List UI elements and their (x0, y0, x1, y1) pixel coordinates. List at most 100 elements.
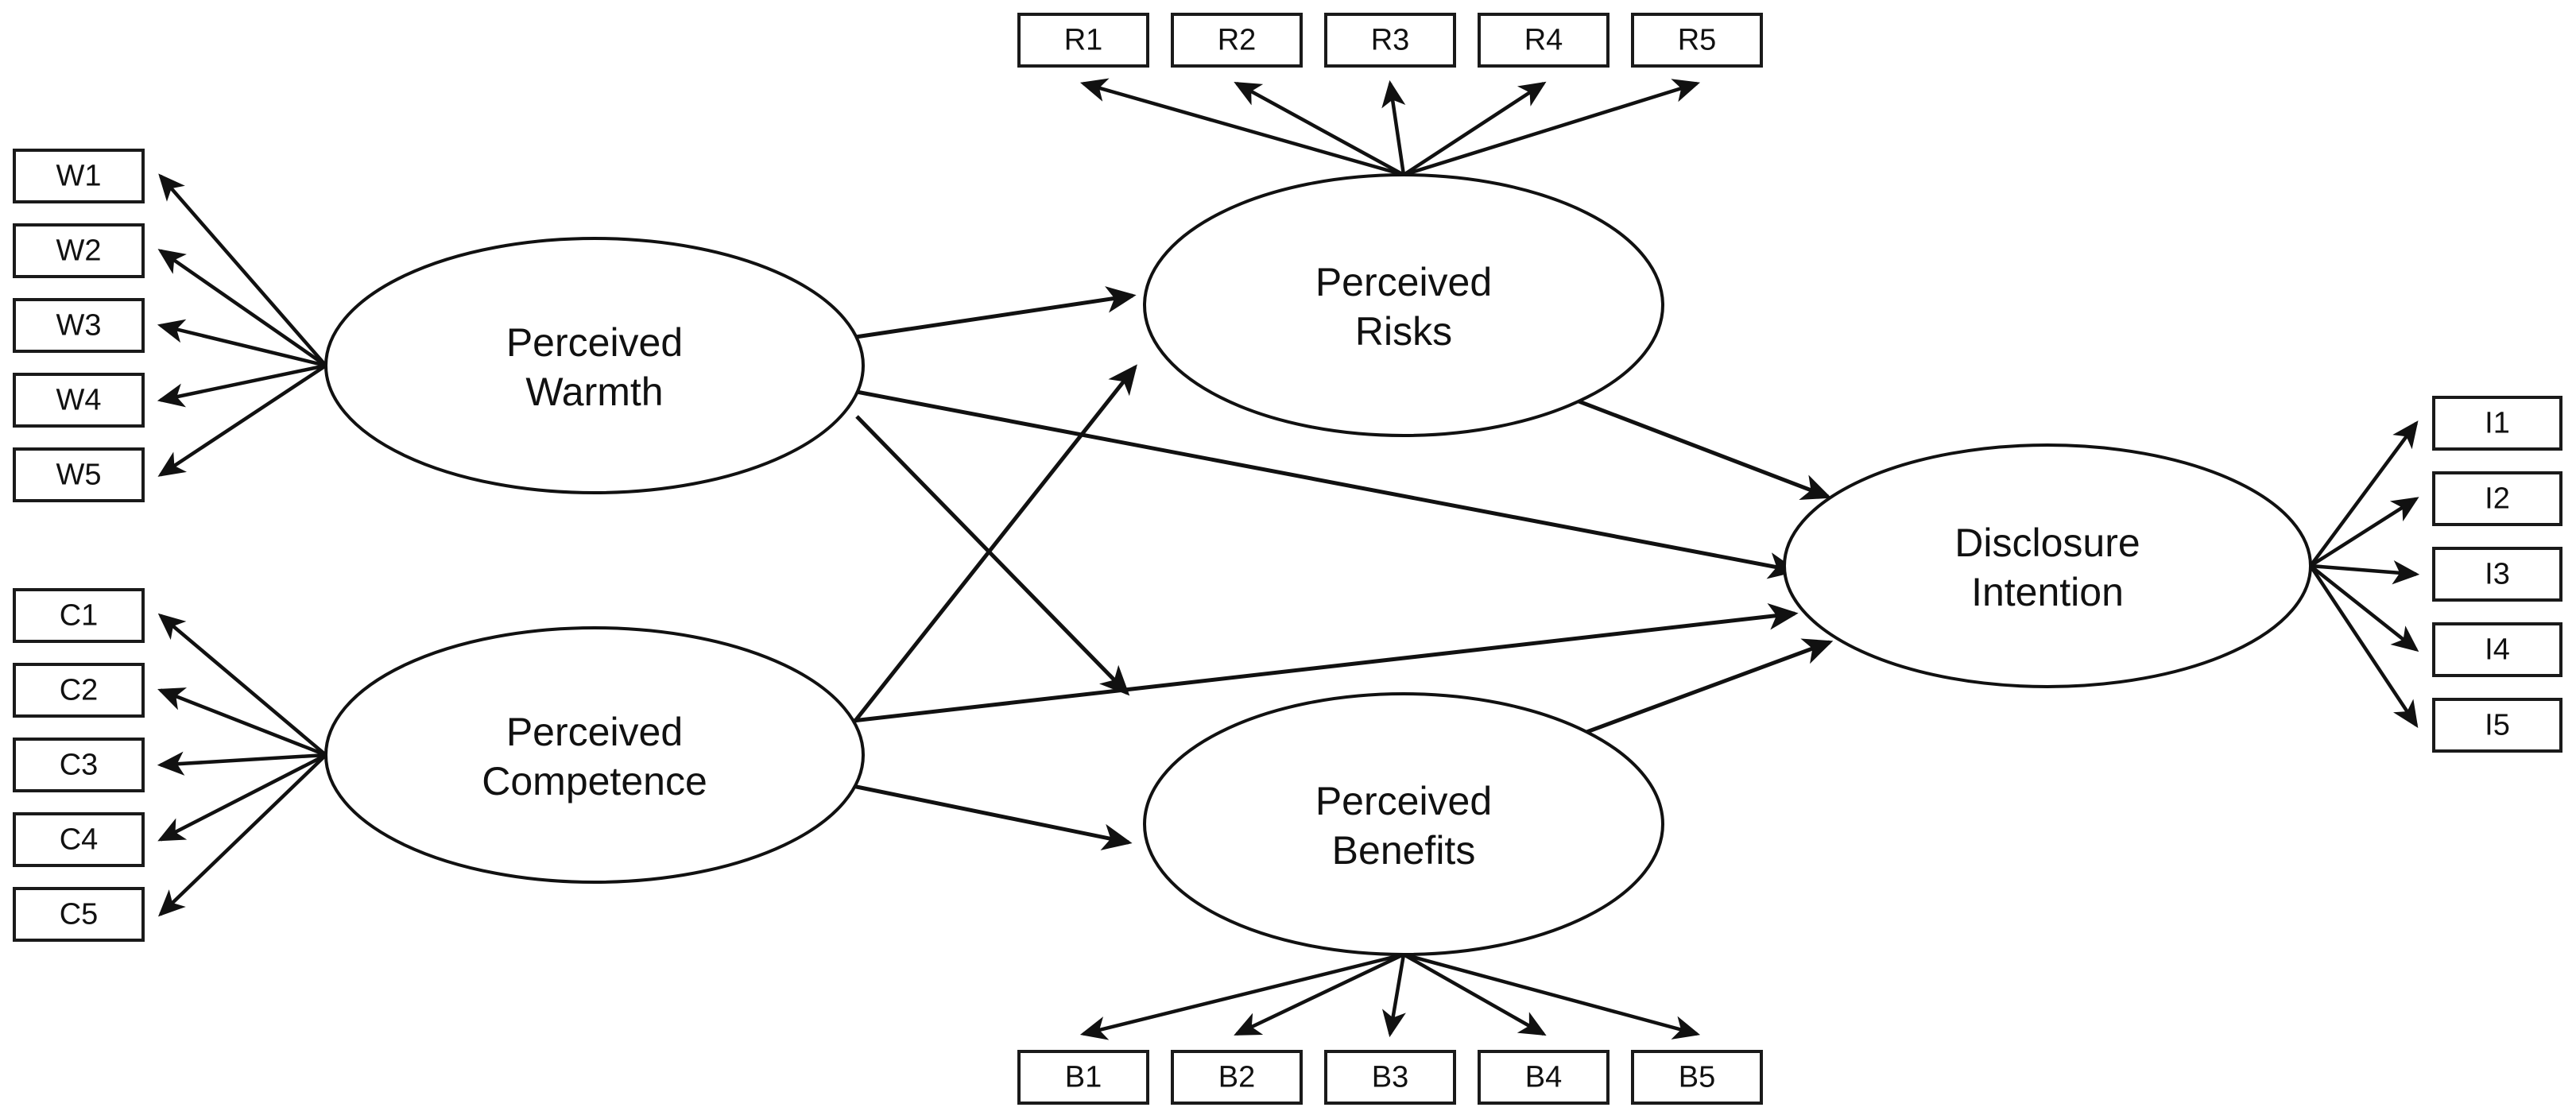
latent-label-line1-intention: Disclosure (1954, 521, 2140, 565)
indicator-rect-b2 (1171, 1050, 1303, 1105)
indicator-rect-w4 (13, 373, 145, 428)
indicator-rect-w1 (13, 149, 145, 203)
indicator-box-r4[interactable]: R4 (1478, 13, 1610, 68)
indicator-box-c5[interactable]: C5 (13, 887, 145, 942)
indicator-box-c4[interactable]: C4 (13, 812, 145, 867)
indicator-box-w5[interactable]: W5 (13, 447, 145, 502)
indicator-box-b4[interactable]: B4 (1478, 1050, 1610, 1105)
indicator-label-r1: R1 (1064, 24, 1103, 57)
measurement-loadings-layer (157, 78, 2420, 1040)
indicator-label-w4: W4 (56, 384, 102, 417)
indicator-box-r1[interactable]: R1 (1017, 13, 1149, 68)
indicator-label-w1: W1 (56, 160, 102, 193)
indicator-box-b5[interactable]: B5 (1631, 1050, 1763, 1105)
indicator-rect-c1 (13, 588, 145, 643)
loading-arrow-benefits-to-b5 (1403, 952, 1701, 1040)
structural-path-risks-to-intention (1563, 393, 1832, 501)
structural-paths-layer (843, 286, 1834, 850)
latent-label-line1-warmth: Perceived (506, 320, 683, 365)
latent-ellipse-risks (1143, 173, 1664, 437)
indicator-box-w4[interactable]: W4 (13, 373, 145, 428)
indicator-box-w1[interactable]: W1 (13, 149, 145, 203)
indicator-box-b3[interactable]: B3 (1324, 1050, 1456, 1105)
indicator-label-i1: I1 (2485, 407, 2510, 440)
indicator-rect-r5 (1631, 13, 1763, 68)
loading-arrow-competence-to-c5 (157, 753, 327, 917)
indicator-box-c1[interactable]: C1 (13, 588, 145, 643)
indicator-label-c2: C2 (60, 674, 99, 707)
indicator-rect-b5 (1631, 1050, 1763, 1105)
latent-label-line2-warmth: Warmth (525, 370, 663, 414)
latent-ellipse-benefits (1143, 692, 1664, 956)
indicator-box-r2[interactable]: R2 (1171, 13, 1303, 68)
indicator-box-r5[interactable]: R5 (1631, 13, 1763, 68)
loading-arrow-competence-to-c1 (157, 613, 327, 757)
latent-label-line1-competence: Perceived (506, 710, 683, 754)
loading-arrow-intention-to-i2 (2309, 497, 2419, 567)
indicator-label-c5: C5 (60, 898, 99, 931)
loading-arrow-competence-to-c3 (157, 751, 327, 776)
indicator-box-i1[interactable]: I1 (2432, 396, 2562, 451)
indicator-label-w5: W5 (56, 459, 102, 492)
structural-path-competence-to-benefits (848, 783, 1133, 850)
latent-label-line1-risks: Perceived (1315, 260, 1492, 304)
indicator-box-w3[interactable]: W3 (13, 298, 145, 353)
indicator-box-w2[interactable]: W2 (13, 223, 145, 278)
indicator-box-c2[interactable]: C2 (13, 663, 145, 718)
loading-arrow-intention-to-i4 (2309, 564, 2419, 652)
indicator-label-r5: R5 (1678, 24, 1717, 57)
loading-arrow-risks-to-r2 (1234, 81, 1405, 176)
loading-arrow-warmth-to-w4 (157, 363, 327, 408)
structural-path-warmth-to-intention (843, 387, 1799, 579)
indicator-label-c4: C4 (60, 823, 99, 857)
indicator-label-w2: W2 (56, 234, 102, 268)
indicator-rect-i5 (2432, 698, 2562, 753)
structural-path-warmth-to-benefits (855, 415, 1130, 696)
indicator-rect-w2 (13, 223, 145, 278)
indicator-box-i2[interactable]: I2 (2432, 471, 2562, 526)
structural-path-benefits-to-intention (1567, 638, 1834, 741)
loading-arrow-benefits-to-b3 (1381, 954, 1406, 1038)
indicator-box-i3[interactable]: I3 (2432, 547, 2562, 602)
loading-arrow-intention-to-i1 (2309, 420, 2419, 567)
indicator-box-b2[interactable]: B2 (1171, 1050, 1303, 1105)
indicator-label-b4: B4 (1525, 1061, 1562, 1094)
loading-arrow-risks-to-r5 (1403, 79, 1701, 177)
indicator-box-b1[interactable]: B1 (1017, 1050, 1149, 1105)
loading-arrow-intention-to-i3 (2310, 560, 2420, 585)
indicator-box-r3[interactable]: R3 (1324, 13, 1456, 68)
indicator-rect-r2 (1171, 13, 1303, 68)
latent-label-line2-risks: Risks (1355, 309, 1452, 354)
indicator-box-i4[interactable]: I4 (2432, 622, 2562, 677)
loading-arrow-competence-to-c2 (157, 687, 327, 757)
indicator-label-b2: B2 (1218, 1061, 1255, 1094)
indicator-rect-r3 (1324, 13, 1456, 68)
indicator-rect-i2 (2432, 471, 2562, 526)
indicator-label-b1: B1 (1065, 1061, 1102, 1094)
indicator-label-b3: B3 (1372, 1061, 1408, 1094)
structural-path-competence-to-risks (850, 364, 1137, 726)
indicator-box-c3[interactable]: C3 (13, 738, 145, 792)
latent-label-line2-competence: Competence (482, 759, 707, 803)
indicator-label-b5: B5 (1679, 1061, 1715, 1094)
latent-label-line2-benefits: Benefits (1332, 828, 1476, 873)
indicator-label-i5: I5 (2485, 709, 2510, 742)
indicator-label-r2: R2 (1218, 24, 1257, 57)
structural-path-warmth-to-risks (850, 286, 1137, 340)
indicator-label-w3: W3 (56, 309, 102, 343)
loading-arrow-risks-to-r4 (1402, 81, 1547, 176)
indicator-rect-c5 (13, 887, 145, 942)
indicator-box-i5[interactable]: I5 (2432, 698, 2562, 753)
indicator-rect-c2 (13, 663, 145, 718)
latent-variables-layer: PerceivedWarmthPerceivedCompetencePercei… (324, 173, 2312, 956)
indicator-rect-c4 (13, 812, 145, 867)
indicator-rect-b3 (1324, 1050, 1456, 1105)
latent-ellipse-warmth (324, 237, 865, 494)
